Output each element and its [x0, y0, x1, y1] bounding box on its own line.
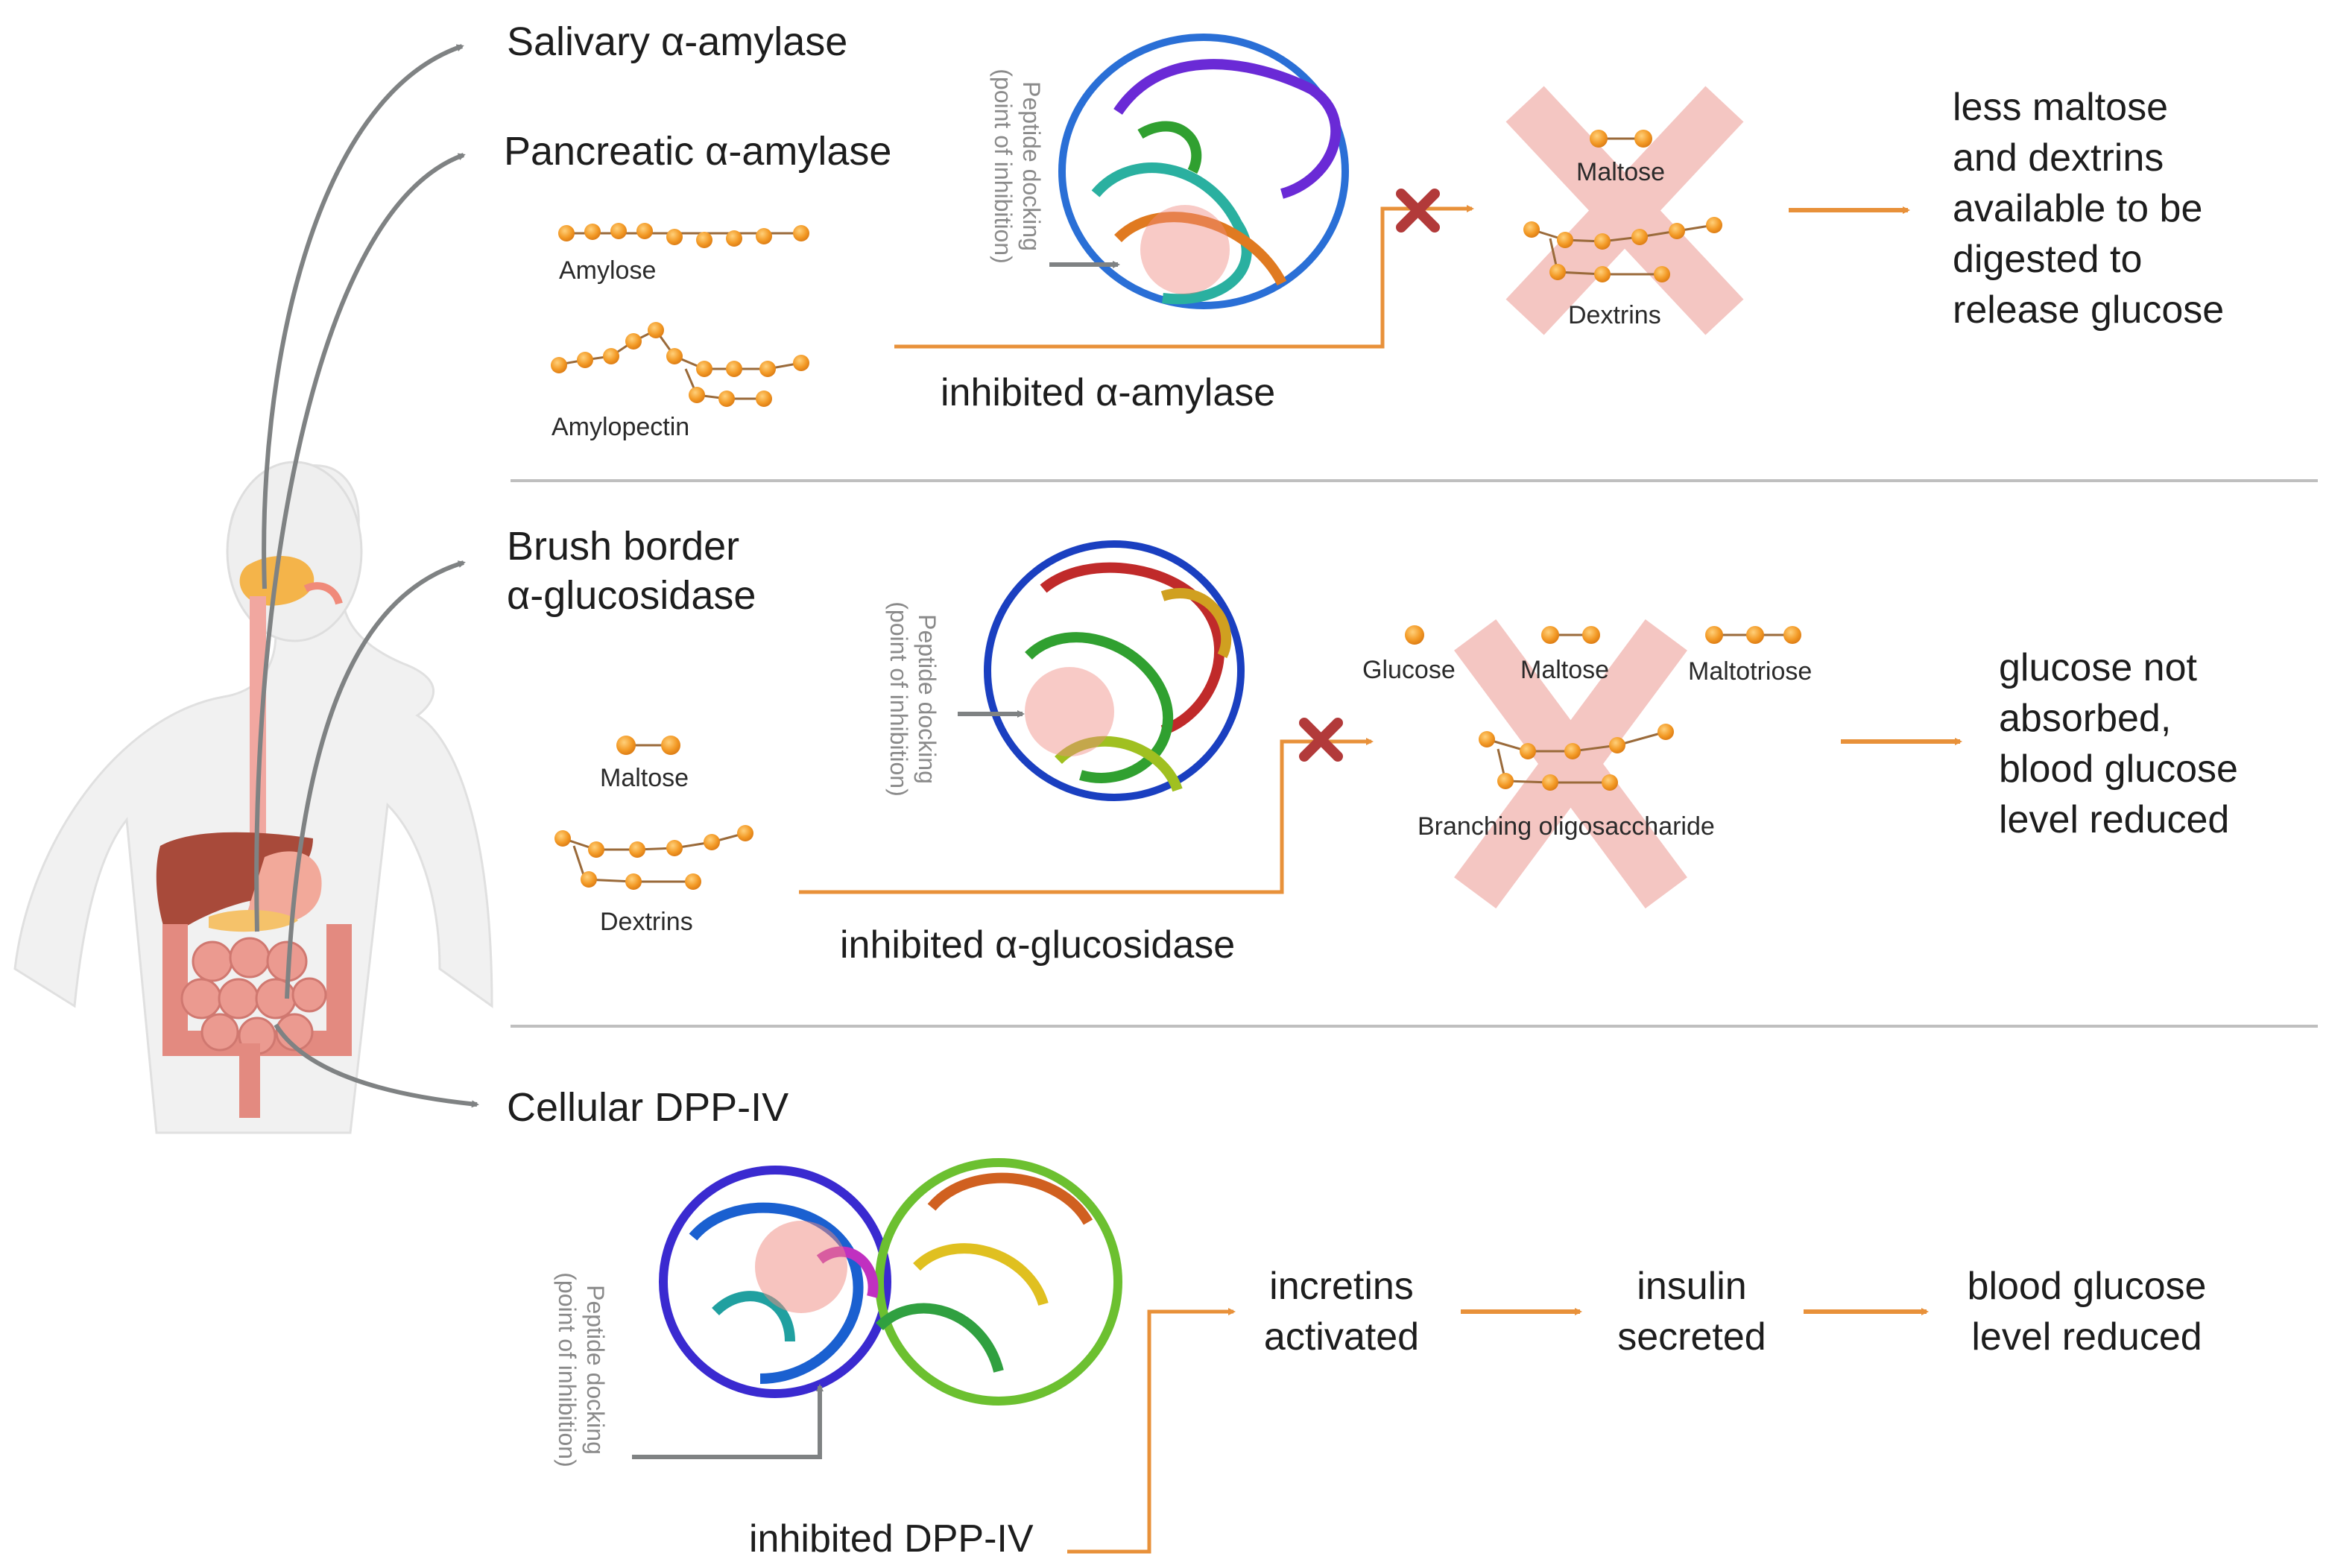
branching-oligosaccharide-label: Branching oligosaccharide [1418, 812, 1715, 841]
glucosidase-result-line-2: absorbed, [1999, 697, 2172, 740]
insulin-line-2: secreted [1617, 1315, 1766, 1359]
section-separators [511, 479, 2318, 1028]
amylopectin-chain [551, 322, 809, 407]
blood-glucose-line-2: level reduced [1971, 1315, 2202, 1359]
glucosidase-result-text: glucose not absorbed, blood glucose leve… [1999, 642, 2312, 845]
amylose-label: Amylose [559, 256, 657, 285]
amylase-result-line-3: available to be [1953, 187, 2203, 230]
amylase-protein [1058, 34, 1349, 309]
insulin-secreted-text: insulin secreted [1595, 1261, 1789, 1362]
mouth [303, 582, 343, 605]
small-intestine [180, 937, 327, 1055]
glucosidase-result-line-4: level reduced [1999, 798, 2230, 841]
dpp-docking-site [755, 1221, 847, 1313]
dpp-inhibition-line [1067, 1308, 1236, 1554]
dpp-protein [659, 1158, 1122, 1406]
glucose-bead [1405, 625, 1424, 645]
cellular-dpp-label: Cellular DPP-IV [507, 1085, 789, 1130]
arrow-to-dpp [274, 1023, 479, 1108]
incretins-line-2: activated [1263, 1315, 1420, 1359]
brush-border-glucosidase-label: Brush border α-glucosidase [507, 522, 756, 620]
glucosidase-maltose-beads [616, 736, 680, 755]
amylose-chain [558, 223, 809, 248]
insulin-line-1: insulin [1637, 1265, 1747, 1308]
incretins-line-1: incretins [1269, 1265, 1414, 1308]
glucosidase-cross-icon [1299, 718, 1343, 762]
amylase-maltose-beads [1590, 130, 1652, 148]
amylase-docking-site [1140, 205, 1230, 294]
dpp-docking-arrow [632, 1384, 824, 1459]
docking-line-1: Peptide docking [1018, 81, 1045, 251]
glucosidase-protein [984, 540, 1245, 801]
brush-border-line-1: Brush border [507, 524, 740, 569]
brush-border-line-2: α-glucosidase [507, 573, 756, 618]
inhibited-glucosidase-label: inhibited α-glucosidase [840, 923, 1236, 967]
amylase-products-cross [1505, 86, 1744, 335]
amylase-result-line-1: less maltose [1953, 86, 2168, 129]
glucosidase-maltose-product-beads [1541, 626, 1600, 644]
blood-glucose-line-1: blood glucose [1967, 1265, 2207, 1308]
amylase-dextrins-label: Dextrins [1568, 301, 1661, 329]
arrow-to-brush-border [285, 560, 466, 999]
blood-glucose-reduced-text: blood glucose level reduced [1945, 1261, 2228, 1362]
arrow-to-pancreatic [254, 153, 466, 932]
salivary-amylase-label: Salivary α-amylase [507, 19, 848, 64]
head [226, 461, 363, 642]
docking-line-2: (point of inhibition) [554, 1272, 581, 1467]
branching-oligosaccharide-beads [1479, 724, 1674, 791]
glucosidase-docking-site [1025, 667, 1114, 756]
maltotriose-label: Maltotriose [1688, 657, 1813, 686]
glucosidase-dextrin-beads [554, 825, 753, 890]
glucosidase-docking-label: Peptide docking (point of inhibition) [885, 595, 941, 803]
incretins-activated-text: incretins activated [1241, 1261, 1442, 1362]
docking-line-2: (point of inhibition) [990, 69, 1017, 264]
docking-line-2: (point of inhibition) [885, 601, 912, 797]
glucose-label: Glucose [1362, 656, 1456, 684]
amylase-result-line-5: release glucose [1953, 288, 2225, 332]
amylopectin-label: Amylopectin [552, 413, 690, 441]
glucosidase-result-line-1: glucose not [1999, 646, 2197, 689]
glucosidase-dextrins-label: Dextrins [600, 908, 693, 936]
amylase-result-text: less maltose and dextrins available to b… [1953, 82, 2295, 335]
glucosidase-maltose-product-label: Maltose [1520, 656, 1610, 684]
glucosidase-result-line-3: blood glucose [1999, 747, 2238, 791]
organ-arrows [254, 44, 479, 1108]
amylase-dextrin-beads [1523, 217, 1722, 282]
amylase-inhibition-line [894, 205, 1474, 349]
glucosidase-maltose-label: Maltose [600, 764, 689, 792]
amylase-docking-label: Peptide docking (point of inhibition) [989, 62, 1046, 271]
pancreas [209, 909, 298, 932]
glucosidase-products-cross [1454, 619, 1687, 908]
docking-line-1: Peptide docking [582, 1285, 609, 1455]
docking-line-1: Peptide docking [914, 614, 941, 784]
arrow-to-salivary [262, 44, 464, 589]
maltotriose-beads [1705, 626, 1801, 644]
amylase-result-line-2: and dextrins [1953, 136, 2164, 180]
human-body-illustration [13, 461, 493, 1134]
amylase-maltose-label: Maltose [1576, 158, 1666, 186]
stomach [246, 851, 322, 924]
amylase-result-line-4: digested to [1953, 238, 2143, 281]
dpp-docking-label: Peptide docking (point of inhibition) [553, 1265, 610, 1474]
pancreatic-amylase-label: Pancreatic α-amylase [504, 129, 892, 174]
amylase-cross-icon [1396, 189, 1440, 233]
inhibited-amylase-label: inhibited α-amylase [941, 371, 1276, 414]
inhibited-dpp-label: inhibited DPP-IV [749, 1517, 1034, 1561]
